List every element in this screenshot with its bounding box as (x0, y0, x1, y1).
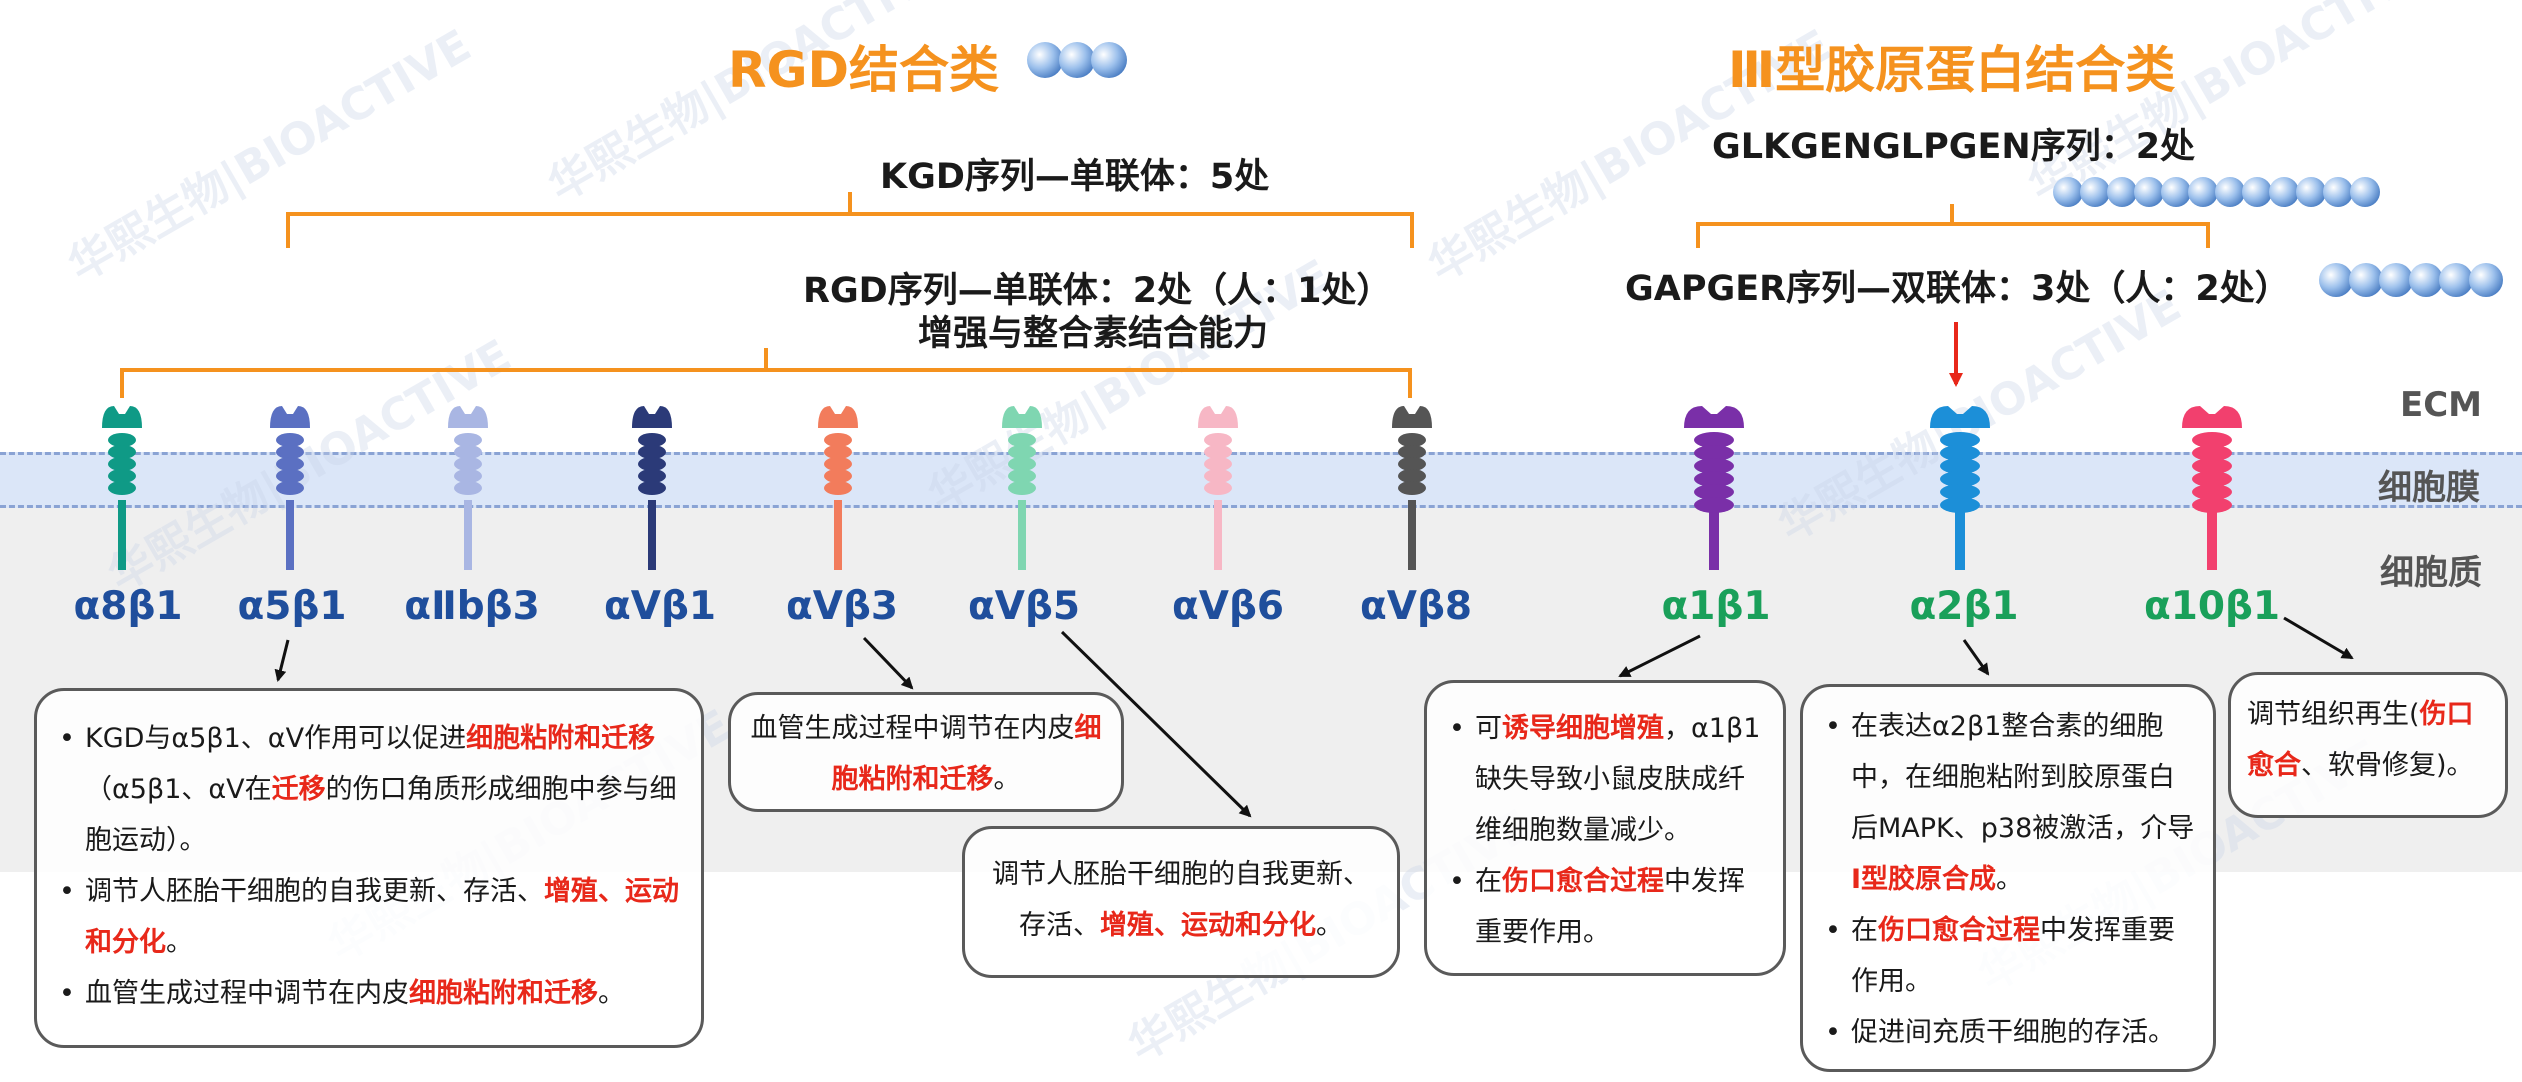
receptor-α2β1 (1930, 406, 1990, 570)
bead (2107, 177, 2137, 207)
receptor-α5β1 (270, 406, 310, 570)
receptor-label-a2b1: α2β1 (1909, 584, 2019, 629)
receptor-label-a1b1: α1β1 (1661, 584, 1771, 629)
receptor-label-avb8: αVβ8 (1359, 584, 1473, 629)
receptor-αVβ8 (1392, 406, 1432, 570)
receptor-αVβ5 (1002, 406, 1042, 570)
collagen-title: Ⅲ型胶原蛋白结合类 (1728, 41, 2176, 99)
rgd-bead-chain (1027, 42, 1127, 78)
bead (2439, 263, 2473, 297)
receptor-αVβ6 (1198, 406, 1238, 570)
glkgen-sequence-label: GLKGENGLPGEN序列：2处 (1712, 127, 2196, 167)
bead (2134, 177, 2164, 207)
rgd-bracket (120, 348, 1412, 398)
a5b1-point-3: 血管生成过程中调节在内皮细胞粘附和迁移。 (59, 968, 681, 1019)
rgd-title: RGD结合类 (728, 41, 1000, 99)
membrane-label: 细胞膜 (2378, 468, 2480, 508)
bead (2053, 177, 2083, 207)
bead (2188, 177, 2218, 207)
bead (2269, 177, 2299, 207)
receptor-label-avb5: αVβ5 (967, 584, 1081, 629)
arrow-a2b1 (1962, 639, 1990, 676)
a10b1-description-box: 调节组织再生(伤口愈合、软骨修复)。 (2228, 672, 2508, 818)
bead (2469, 263, 2503, 297)
gapger-bead-chain (2319, 263, 2503, 297)
receptor-label-avb1: αVβ1 (603, 584, 717, 629)
avb3-description-box: 血管生成过程中调节在内皮细胞粘附和迁移。 (728, 692, 1124, 812)
receptor-label-avb3: αVβ3 (785, 584, 899, 629)
collagen-bracket (1696, 204, 2210, 248)
a2b1-point-3: 促进间充质干细胞的存活。 (1825, 1007, 2199, 1058)
bead (2161, 177, 2191, 207)
receptor-label-a2bb3: αⅡbβ3 (404, 584, 540, 629)
arrow-avb5 (1060, 630, 1252, 818)
bead (2349, 263, 2383, 297)
receptor-label-a5b1: α5β1 (237, 584, 347, 629)
arrow-avb3 (862, 636, 914, 690)
a5b1-point-1: KGD与α5β1、αV作用可以促进细胞粘附和迁移（α5β1、αV在迁移的伤口角质… (59, 713, 681, 866)
receptor-αⅡbβ3 (448, 406, 488, 570)
receptor-αVβ3 (818, 406, 858, 570)
gapger-sequence-label: GAPGER序列—双联体：3处（人：2处） (1625, 269, 2290, 309)
cytoplasm-label: 细胞质 (2380, 553, 2482, 593)
kgd-bracket (286, 192, 1414, 248)
glkgen-bead-chain (2053, 177, 2380, 207)
kgd-sequence-label: KGD序列—单联体：5处 (880, 157, 1270, 197)
receptor-α10β1 (2182, 406, 2242, 570)
arrow-a5b1 (274, 639, 290, 682)
arrow-a1b1 (1618, 634, 1701, 678)
membrane-band (0, 452, 2522, 508)
receptor-α1β1 (1684, 406, 1744, 570)
a5b1-point-2: 调节人胚胎干细胞的自我更新、存活、增殖、运动和分化。 (59, 866, 681, 968)
receptor-label-avb6: αVβ6 (1171, 584, 1285, 629)
bead (2215, 177, 2245, 207)
receptor-label-a10b1: α10β1 (2143, 584, 2281, 629)
a2b1-description-box: 在表达α2β1整合素的细胞中，在细胞粘附到胶原蛋白后MAPK、p38被激活，介导… (1800, 684, 2216, 1072)
bead (2080, 177, 2110, 207)
bead (2350, 177, 2380, 207)
bead (2319, 263, 2353, 297)
bead (2242, 177, 2272, 207)
a1b1-description-box: 可诱导细胞增殖，α1β1缺失导致小鼠皮肤成纤维细胞数量减少。 在伤口愈合过程中发… (1424, 680, 1786, 976)
bead (2409, 263, 2443, 297)
bead (2379, 263, 2413, 297)
rgd-sequence-label: RGD序列—单联体：2处（人：1处） (803, 271, 1392, 311)
a2b1-point-1: 在表达α2β1整合素的细胞中，在细胞粘附到胶原蛋白后MAPK、p38被激活，介导… (1825, 701, 2199, 905)
receptor-label-a8b1: α8β1 (73, 584, 183, 629)
ecm-label: ECM (2400, 385, 2483, 425)
rgd-sequence-note: 增强与整合素结合能力 (918, 314, 1269, 354)
receptor-αVβ1 (632, 406, 672, 570)
a2b1-point-2: 在伤口愈合过程中发挥重要作用。 (1825, 905, 2199, 1007)
bead (2323, 177, 2353, 207)
receptor-α8β1 (102, 406, 142, 570)
a5b1-description-box: KGD与α5β1、αV作用可以促进细胞粘附和迁移（α5β1、αV在迁移的伤口角质… (34, 688, 704, 1048)
a1b1-point-1: 可诱导细胞增殖，α1β1缺失导致小鼠皮肤成纤维细胞数量减少。 (1449, 703, 1769, 856)
arrow-a10b1 (2283, 616, 2354, 660)
receptor-group (102, 406, 2242, 570)
bead (2296, 177, 2326, 207)
avb5-description-box: 调节人胚胎干细胞的自我更新、存活、增殖、运动和分化。 (962, 826, 1400, 978)
a1b1-point-2: 在伤口愈合过程中发挥重要作用。 (1449, 856, 1769, 958)
